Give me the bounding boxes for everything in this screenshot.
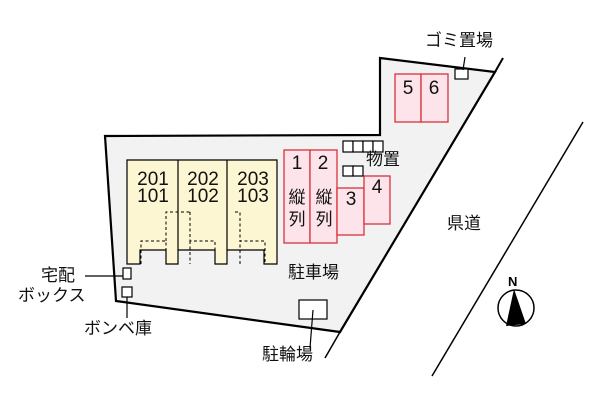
lot-edge-extension-bottom (324, 331, 341, 359)
gas-cylinder-label: ボンベ庫 (84, 319, 152, 339)
parking-spot-2-number: 2 (317, 153, 329, 174)
unit-lower-number: 102 (187, 186, 219, 207)
unit-lower-number: 103 (237, 186, 269, 207)
delivery-box-label-line2: ボックス (18, 286, 86, 306)
parking-spot-2 (309, 149, 338, 244)
parking-spot-3 (336, 187, 365, 236)
garbage-area-label: ゴミ置場 (425, 31, 493, 51)
parking-spot-6-number: 6 (428, 78, 440, 99)
apartment-building (126, 159, 278, 265)
unit-upper-number: 202 (187, 169, 219, 190)
unit-upper-number: 203 (237, 169, 269, 190)
parking-spot-5-number: 5 (402, 78, 414, 99)
unit-lower-number: 101 (137, 186, 169, 207)
parking-spot-5 (394, 73, 422, 123)
bicycle-leader-line (309, 309, 314, 349)
unit-label-1: 201 101 (128, 169, 178, 207)
gas-cylinder-box (121, 286, 133, 298)
unit-label-3: 203 103 (228, 169, 278, 207)
parking-spot-1-number: 1 (291, 153, 303, 174)
note-line: 列 (288, 210, 306, 230)
bicycle-parking-label: 駐輪場 (262, 345, 313, 365)
parking-spot-6 (420, 73, 449, 123)
parking-spot-1 (283, 149, 311, 244)
storage-label: 物置 (366, 150, 400, 170)
parking-spot-3-number: 3 (345, 189, 357, 210)
lot-edge-extension-top (494, 57, 504, 73)
road-edge-line (431, 121, 584, 377)
parking-spot-2-note: 縦 列 (311, 187, 337, 231)
garbage-area-box (454, 68, 469, 80)
unit-label-2: 202 102 (178, 169, 228, 207)
parking-lot-label: 駐車場 (288, 263, 339, 283)
north-label: N (508, 274, 518, 289)
delivery-box (122, 267, 132, 280)
note-line: 縦 (288, 188, 306, 208)
unit-upper-number: 201 (137, 169, 169, 190)
bicycle-parking-box (298, 299, 328, 320)
road-label: 県道 (447, 214, 481, 234)
parking-spot-4-number: 4 (371, 177, 383, 198)
note-line: 列 (315, 210, 333, 230)
garbage-leader-line (462, 56, 466, 71)
delivery-box-label-line1: 宅配 (41, 266, 75, 286)
north-arrow-icon (497, 289, 535, 327)
storage-sheds (342, 140, 384, 177)
note-line: 縦 (315, 188, 333, 208)
parking-spot-4 (363, 175, 391, 225)
parking-spots (283, 73, 449, 244)
parking-spot-1-note: 縦 列 (284, 187, 310, 231)
